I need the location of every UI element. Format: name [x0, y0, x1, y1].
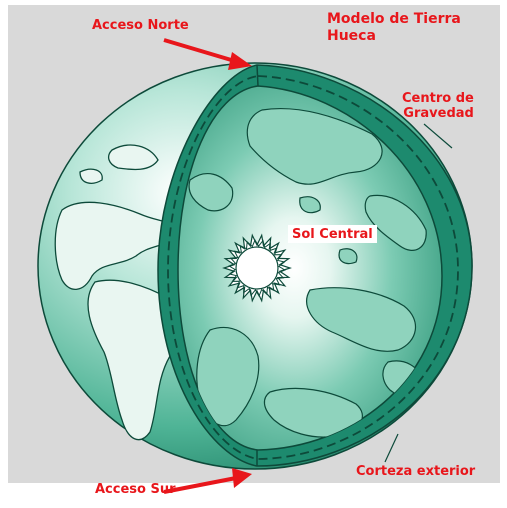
south-access-label: Acceso Sur — [95, 482, 176, 497]
diagram-title: Modelo de Tierra Hueca — [327, 11, 461, 45]
arrows — [163, 38, 453, 494]
north-arrowhead — [228, 52, 252, 70]
title-line-1: Modelo de Tierra — [327, 11, 461, 27]
central-sun-label: Sol Central — [288, 225, 377, 243]
hollow-interior — [177, 85, 443, 451]
gravity-label-line-1: Centro de — [402, 91, 474, 106]
gravity-center-line — [167, 75, 459, 460]
title-line-2: Hueca — [327, 28, 376, 44]
gravity-label-line-2: Gravedad — [403, 106, 474, 121]
gravity-center-label: Centro de Gravedad — [402, 91, 474, 121]
outer-crust-label: Corteza exterior — [356, 464, 476, 479]
north-access-label: Acceso Norte — [92, 18, 189, 33]
central-sun — [222, 233, 292, 303]
south-access-arrow — [163, 476, 237, 494]
south-arrowhead — [232, 468, 252, 488]
north-access-arrow — [163, 38, 239, 64]
continents-inner — [188, 108, 427, 438]
gravity-leader-line — [423, 123, 453, 149]
crust-leader-line — [384, 433, 399, 463]
